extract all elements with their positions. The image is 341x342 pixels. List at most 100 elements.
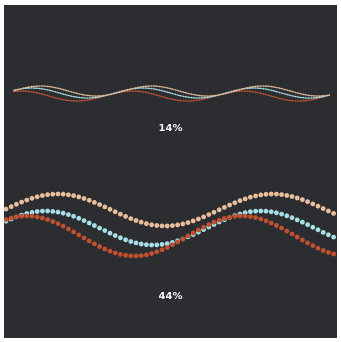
strand-dot	[88, 99, 90, 101]
strand-dot	[149, 92, 151, 95]
strand-dot	[123, 214, 128, 219]
strand-dot	[203, 96, 206, 99]
strand-dot	[206, 96, 209, 99]
strand-dot	[86, 99, 89, 101]
strand-dot	[93, 96, 95, 99]
strand-dot	[149, 87, 151, 90]
strand-dot	[198, 99, 201, 101]
strand-dot	[19, 90, 22, 92]
strand-dot	[8, 215, 14, 221]
strand-dot	[309, 97, 311, 99]
strand-dot	[331, 234, 336, 240]
strand-dot	[328, 94, 331, 96]
strand-dot	[128, 88, 130, 91]
strand-dot	[40, 208, 45, 214]
strand-dot	[289, 194, 295, 199]
strand-dot	[150, 87, 153, 90]
strand-dot	[190, 218, 196, 224]
strand-dot	[94, 95, 97, 97]
strand-dot	[274, 90, 276, 92]
strand-dot	[125, 89, 127, 92]
strand-dot	[203, 95, 206, 97]
strand-dot	[268, 209, 274, 215]
strand-dot	[163, 86, 166, 89]
strand-dot	[285, 99, 287, 101]
strand-dot	[306, 94, 308, 96]
strand-dot	[294, 195, 300, 201]
strand-dot	[302, 93, 305, 96]
strand-dot	[181, 95, 183, 97]
strand-dot	[56, 97, 58, 100]
strand-dot	[274, 210, 279, 216]
strand-dot	[307, 99, 310, 102]
strand-dot	[24, 197, 30, 203]
strand-dot	[112, 250, 118, 256]
strand-dot	[76, 194, 82, 200]
strand-dot	[195, 99, 198, 102]
strand-dot	[179, 90, 182, 93]
strand-dot	[187, 96, 190, 98]
strand-dot	[114, 92, 116, 95]
strand-dot	[77, 96, 79, 99]
strand-dot	[197, 97, 199, 99]
strand-dot	[288, 89, 291, 92]
strand-dot	[314, 97, 316, 99]
strand-dot	[267, 88, 270, 91]
strand-dot	[261, 87, 263, 90]
strand-dot	[86, 94, 89, 97]
strand-dot	[286, 89, 289, 91]
strand-dot	[30, 91, 33, 93]
strand-dot	[232, 214, 238, 219]
strand-dot	[85, 99, 87, 102]
strand-dot	[288, 99, 291, 102]
strand-dot	[278, 87, 281, 89]
strand-dot	[259, 87, 262, 90]
strand-dot	[40, 93, 42, 95]
strand-dot	[66, 99, 68, 101]
strand-dot	[123, 252, 128, 258]
strand-dot	[86, 197, 92, 203]
strand-dot	[210, 95, 212, 97]
strand-dot	[262, 85, 265, 87]
strand-dot	[8, 204, 14, 210]
strand-dot	[170, 87, 172, 90]
strand-dot	[14, 214, 19, 220]
strand-dot	[242, 90, 244, 92]
strand-dot	[72, 95, 74, 98]
strand-dot	[154, 249, 160, 255]
strand-dot	[175, 222, 181, 228]
strand-dot	[54, 97, 57, 99]
strand-dot	[186, 96, 188, 98]
strand-dot	[50, 89, 52, 92]
strand-dot	[312, 97, 315, 99]
strand-dot	[66, 192, 71, 198]
strand-dot	[248, 90, 250, 93]
strand-dot	[258, 85, 260, 87]
strand-dot	[72, 100, 74, 102]
strand-dot	[187, 92, 190, 95]
strand-dot	[218, 94, 220, 96]
strand-dot	[118, 235, 123, 241]
strand-dot	[310, 97, 313, 99]
strand-dot	[310, 201, 316, 207]
strand-dot	[168, 97, 170, 100]
strand-dot	[291, 95, 294, 97]
strand-dot	[171, 98, 174, 100]
strand-dot	[267, 85, 270, 88]
strand-dot	[293, 95, 295, 97]
strand-dot	[85, 94, 87, 96]
strand-dot	[203, 98, 206, 100]
strand-dot	[35, 87, 38, 89]
wave-preview-44	[4, 180, 337, 270]
strand-dot	[216, 207, 222, 213]
strand-dot	[62, 88, 65, 91]
strand-dot	[154, 93, 156, 96]
strand-dot	[60, 210, 66, 216]
strand-dot	[237, 198, 243, 204]
strand-dot	[170, 92, 172, 94]
strand-dot	[270, 89, 273, 92]
strand-dot	[290, 99, 292, 102]
strand-dot	[181, 99, 183, 102]
strand-dot	[315, 203, 321, 209]
strand-dot	[14, 201, 19, 207]
